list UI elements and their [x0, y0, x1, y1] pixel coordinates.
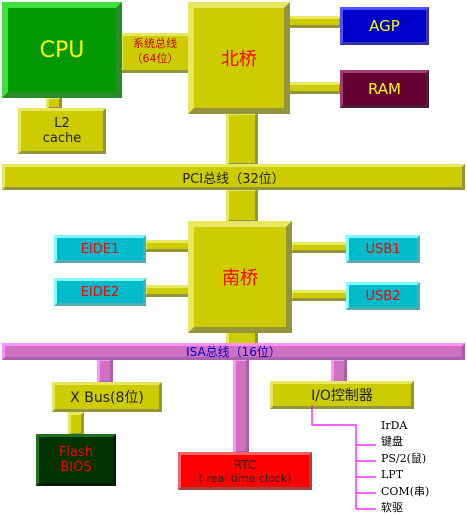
- usb2-link: [290, 290, 350, 301]
- xbus-box: X Bus(8位): [52, 382, 162, 412]
- rtc-box: RTC ( real time clock): [178, 452, 312, 490]
- usb1-box: USB1: [346, 235, 420, 263]
- eide1-box: EIDE1: [54, 235, 146, 263]
- usb1-link: [290, 242, 350, 253]
- pci-south-link: [226, 188, 258, 223]
- north-bridge-label: 北桥: [221, 49, 257, 70]
- io-device-connectors: [311, 405, 376, 510]
- xbus-flash-link: [68, 412, 84, 436]
- io-device-ps2: PS/2(鼠): [381, 451, 427, 465]
- l2-label: L2: [54, 116, 70, 131]
- isa-xbus-link: [97, 358, 113, 384]
- io-device-floppy: 软驱: [381, 501, 403, 515]
- system-bus-text: 系统总线: [133, 37, 177, 50]
- eide1-link: [144, 240, 194, 252]
- system-bus-label: 系统总线 （64位）: [118, 36, 192, 66]
- system-bus-width: （64位）: [131, 52, 179, 65]
- eide1-label: EIDE1: [80, 241, 120, 257]
- north-pci-link: [226, 112, 258, 166]
- cpu-box: CPU: [2, 2, 122, 98]
- io-device-com: COM(串): [381, 484, 430, 498]
- agp-link: [286, 16, 342, 28]
- xbus-label: X Bus(8位): [70, 390, 144, 406]
- usb2-label: USB2: [365, 288, 401, 304]
- isa-bus-label: ISA总线（16位）: [186, 345, 281, 359]
- io-device-irda: IrDA: [381, 419, 408, 432]
- north-bridge-box: 北桥: [188, 2, 290, 114]
- rtc-label: RTC: [233, 457, 257, 472]
- agp-box: AGP: [340, 7, 429, 45]
- eide2-box: EIDE2: [54, 278, 146, 306]
- l2-cache-label: cache: [42, 131, 82, 146]
- io-device-list: IrDA 键盘 PS/2(鼠) LPT COM(串) 软驱: [381, 418, 429, 516]
- rtc-subtitle: ( real time clock): [198, 471, 292, 485]
- l2-cache-box: L2 cache: [18, 108, 106, 154]
- ram-link: [286, 82, 342, 94]
- agp-label: AGP: [369, 17, 400, 35]
- io-controller-label: I/O控制器: [311, 388, 373, 404]
- south-bridge-label: 南桥: [222, 268, 258, 289]
- bios-label: BIOS: [60, 460, 92, 475]
- io-controller-box: I/O控制器: [270, 381, 414, 409]
- isa-rtc-link: [233, 358, 249, 454]
- usb1-label: USB1: [365, 241, 401, 257]
- eide2-link: [144, 285, 194, 297]
- pci-bus-label: PCI总线（32位）: [182, 171, 285, 187]
- isa-bus: ISA总线（16位）: [2, 343, 465, 360]
- ram-box: RAM: [340, 70, 429, 108]
- io-device-lpt: LPT: [381, 468, 404, 482]
- ram-label: RAM: [367, 80, 402, 98]
- cpu-label: CPU: [39, 37, 85, 63]
- usb2-box: USB2: [346, 282, 420, 310]
- flash-bios-box: Flash BIOS: [36, 434, 116, 486]
- io-device-keyboard: 键盘: [381, 435, 403, 449]
- flash-label: Flash: [58, 445, 94, 460]
- pci-bus: PCI总线（32位）: [2, 164, 465, 190]
- south-bridge-box: 南桥: [188, 221, 292, 333]
- eide2-label: EIDE2: [80, 284, 120, 300]
